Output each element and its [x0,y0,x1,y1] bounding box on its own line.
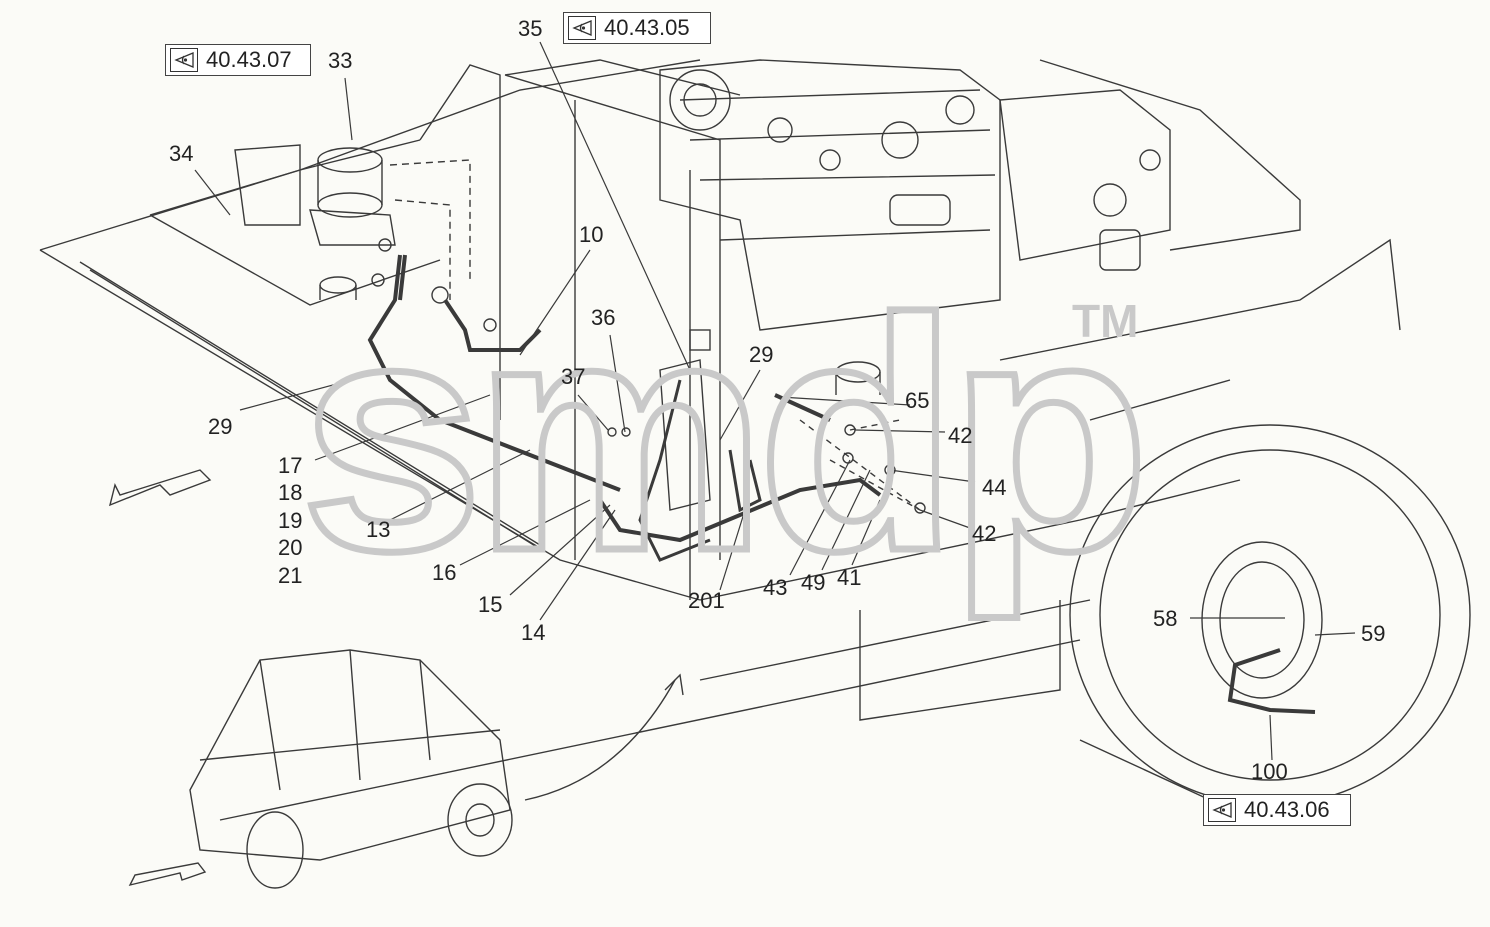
callout-17: 17 [278,453,303,478]
callout-16: 16 [432,560,457,585]
callout-19: 19 [278,508,303,533]
watermark-trademark: TM [1072,295,1139,347]
callout-41: 41 [837,565,862,590]
reference-label: 40.43.07 [206,47,292,72]
callout-21: 21 [278,563,303,588]
callout-37: 37 [561,364,586,389]
callout-36: 36 [591,305,616,330]
callout-29-right: 29 [749,342,774,367]
reference-label: 40.43.05 [604,15,690,40]
callout-43: 43 [763,575,788,600]
callout-15: 15 [478,592,503,617]
view-eye-icon [1208,798,1236,822]
callout-20: 20 [278,535,303,560]
callout-100: 100 [1251,759,1288,784]
callout-10: 10 [579,222,604,247]
callout-65: 65 [905,388,930,413]
reference-box-40-43-07[interactable]: 40.43.07 [165,44,311,76]
callout-14: 14 [521,620,546,645]
view-eye-icon [568,16,596,40]
callout-42-top: 42 [948,423,973,448]
callout-42-bottom: 42 [972,521,997,546]
callout-49: 49 [801,570,826,595]
callout-44: 44 [982,475,1007,500]
callout-58: 58 [1153,606,1178,631]
callout-201: 201 [688,588,725,613]
callout-33: 33 [328,48,353,73]
reference-label: 40.43.06 [1244,797,1330,822]
callout-59: 59 [1361,621,1386,646]
view-eye-icon [170,48,198,72]
callout-35: 35 [518,16,543,41]
callout-18: 18 [278,480,303,505]
callout-29-left: 29 [208,414,233,439]
reference-box-40-43-05[interactable]: 40.43.05 [563,12,711,44]
callout-13: 13 [366,517,391,542]
callout-34: 34 [169,141,194,166]
reference-box-40-43-06[interactable]: 40.43.06 [1203,794,1351,826]
watermark: smdp [296,250,1153,619]
